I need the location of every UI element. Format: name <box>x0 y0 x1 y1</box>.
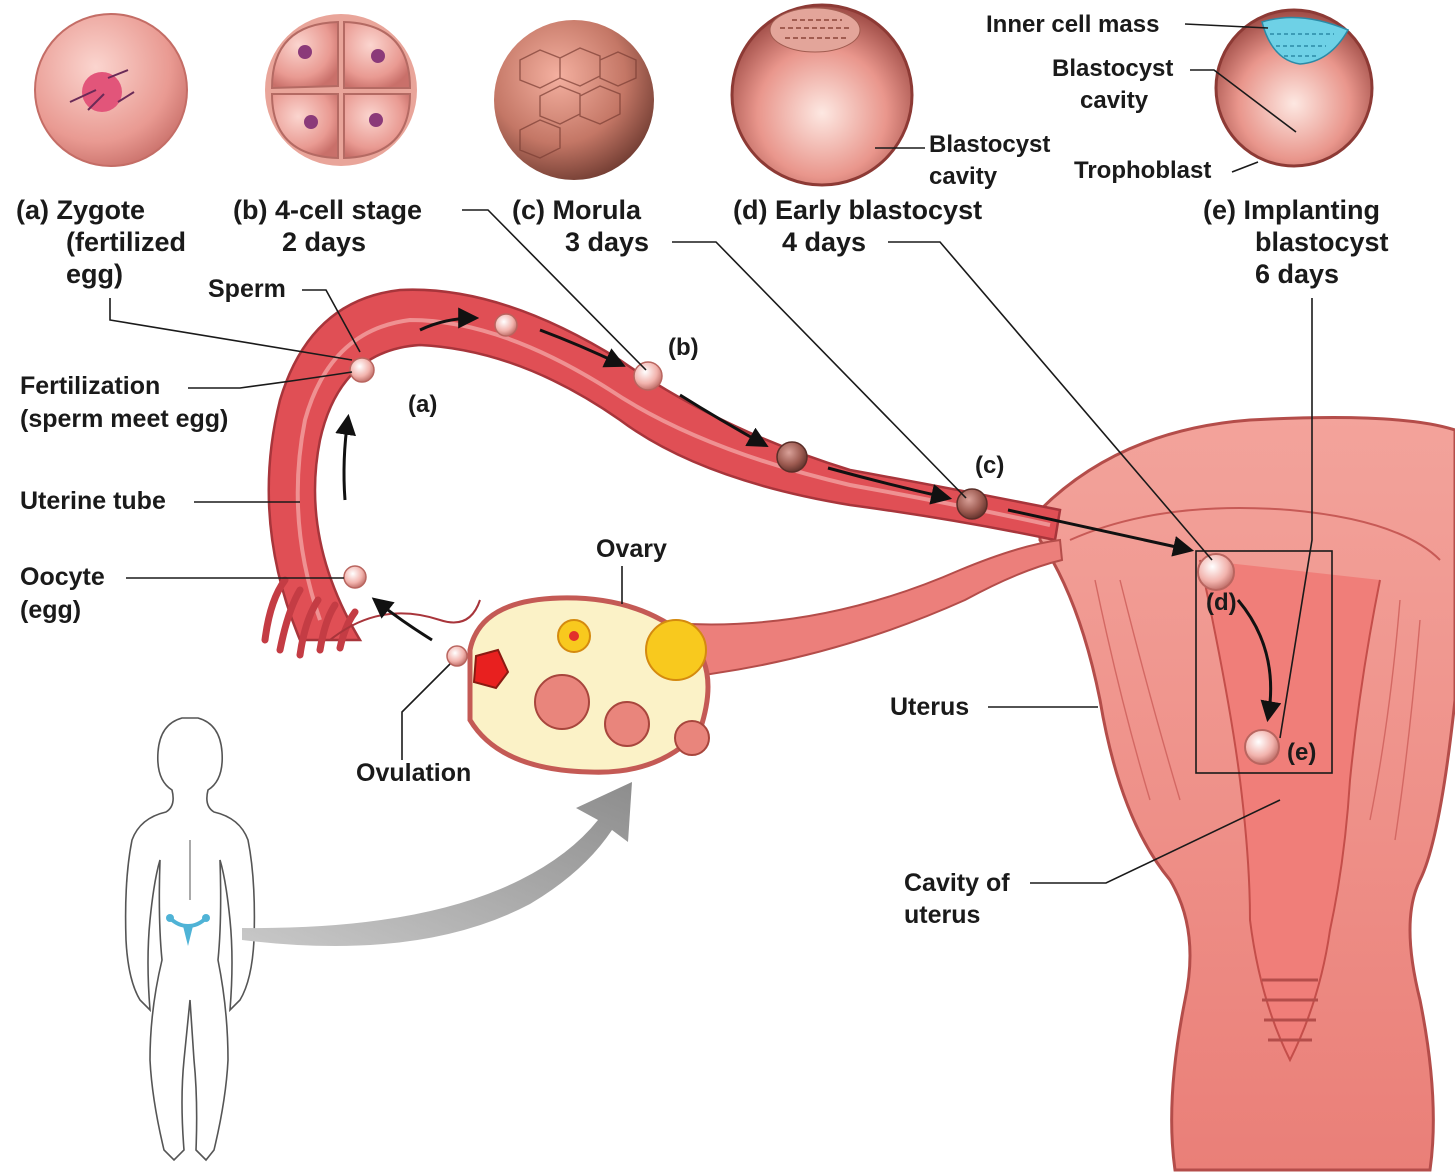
d-blastocyst-cavity-line1: Blastocyst <box>929 131 1050 158</box>
four-cell-illustration <box>265 14 417 166</box>
cavity-label-line2: uterus <box>904 901 980 929</box>
sperm-label: Sperm <box>208 275 286 303</box>
stage-e-line3: 6 days <box>1255 259 1339 289</box>
trophoblast-label: Trophoblast <box>1074 157 1211 184</box>
flow-arrow-2 <box>344 418 348 500</box>
stage-c-line1: (c) Morula <box>512 195 642 225</box>
uterus-label: Uterus <box>890 693 969 721</box>
corpus-luteum <box>646 620 706 680</box>
zygote-in-tube <box>350 358 374 382</box>
four-cell-in-tube <box>634 362 662 390</box>
stage-e-line2: blastocyst <box>1255 227 1389 257</box>
implanting-blastocyst-illustration <box>1216 10 1372 166</box>
flow-arrow-1 <box>375 600 432 640</box>
e-blastocyst-cavity-line2: cavity <box>1080 87 1149 114</box>
path-marker-b: (b) <box>668 334 699 361</box>
stage-a-line1: (a) Zygote <box>16 195 145 225</box>
reproductive-highlight-icon <box>166 914 210 946</box>
ovulation-leader <box>402 664 450 760</box>
fertilization-label-line2: (sperm meet egg) <box>20 405 228 433</box>
path-marker-d: (d) <box>1206 589 1237 616</box>
ovulation-label: Ovulation <box>356 759 471 787</box>
oocyte-label-line2: (egg) <box>20 596 81 624</box>
fertilization-label-line1: Fertilization <box>20 372 160 400</box>
zoom-arrow <box>242 782 632 946</box>
implanting-blastocyst-in-uterus <box>1245 730 1279 764</box>
uterine-tube-label: Uterine tube <box>20 487 166 515</box>
early-cleavage <box>495 314 517 336</box>
trophoblast-leader <box>1232 162 1258 172</box>
stage-a-line2: (fertilized <box>66 227 186 257</box>
cavity-label-line1: Cavity of <box>904 869 1010 897</box>
d-blastocyst-cavity-line2: cavity <box>929 163 998 190</box>
early-blastocyst-in-uterus <box>1198 554 1234 590</box>
stage-d-line1: (d) Early blastocyst <box>733 195 982 225</box>
e-blastocyst-cavity-line1: Blastocyst <box>1052 55 1173 82</box>
early-blastocyst-illustration <box>732 5 912 185</box>
oocyte-in-tube <box>344 566 366 588</box>
stage-e-line1: (e) Implanting <box>1203 195 1380 225</box>
path-marker-a: (a) <box>408 391 437 418</box>
stage-d-line2: 4 days <box>782 227 866 257</box>
stage-b-line2: 2 days <box>282 227 366 257</box>
inner-cell-mass-label: Inner cell mass <box>986 11 1159 38</box>
ovary <box>470 598 709 772</box>
zygote-illustration <box>35 14 187 166</box>
path-marker-c: (c) <box>975 452 1004 479</box>
stage-b-line1: (b) 4-cell stage <box>233 195 422 225</box>
oocyte-label-line1: Oocyte <box>20 563 105 591</box>
morula-illustration <box>494 20 654 180</box>
ovulated-oocyte <box>447 646 467 666</box>
follicle-1 <box>535 675 589 729</box>
follicle-2 <box>605 702 649 746</box>
follicle-3 <box>675 721 709 755</box>
path-marker-e: (e) <box>1287 739 1316 766</box>
ovary-label: Ovary <box>596 535 667 563</box>
morula-in-tube-1 <box>777 442 807 472</box>
female-body-silhouette <box>126 718 255 1160</box>
stage-a-line3: egg) <box>66 259 123 289</box>
stage-c-line2: 3 days <box>565 227 649 257</box>
